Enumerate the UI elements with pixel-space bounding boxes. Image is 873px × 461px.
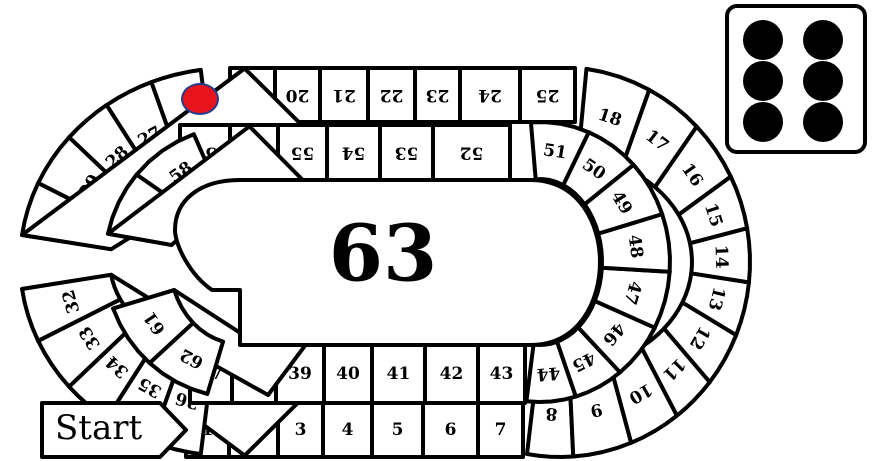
die-pip: [803, 61, 843, 101]
board-square: 7: [478, 403, 523, 457]
board-square-number: 39: [288, 364, 312, 384]
board-square-number: 53: [395, 143, 419, 163]
goal-area: 63: [175, 180, 600, 345]
die-pip: [803, 102, 843, 142]
board-square-number: 22: [380, 85, 404, 105]
board-square-number: 4: [342, 420, 354, 440]
board-square: 21: [320, 68, 368, 122]
board-square: 40: [324, 345, 372, 403]
board-square-number: 52: [460, 143, 484, 163]
board-square: 24: [460, 68, 520, 122]
die-pip: [743, 102, 783, 142]
board-square: 43: [478, 345, 525, 403]
board-square-number: 3: [295, 420, 307, 440]
die[interactable]: [725, 4, 867, 154]
board-square-number: 44: [536, 362, 561, 384]
board-square: 53: [380, 125, 433, 180]
board-square-number: 43: [490, 364, 514, 384]
board-square: 4: [323, 403, 372, 457]
board-square: 5: [372, 403, 423, 457]
die-pip: [743, 20, 783, 60]
board-square: 41: [372, 345, 425, 403]
board-square-number: 41: [387, 364, 411, 384]
board-square-number: 8: [545, 403, 558, 424]
start-arrow: Start: [42, 403, 186, 457]
board-square-number: 54: [342, 143, 366, 163]
board-square-number: 21: [332, 85, 356, 105]
board-square: 52: [433, 125, 510, 180]
goal-number: 63: [329, 209, 438, 300]
die-pip: [803, 20, 843, 60]
board-square: 22: [368, 68, 415, 122]
board-square-number: 14: [710, 245, 731, 270]
player-token[interactable]: [181, 83, 219, 115]
board-square: 6: [423, 403, 478, 457]
die-pip: [743, 61, 783, 101]
board-square-number: 20: [286, 85, 310, 105]
board-square: 25: [520, 68, 575, 122]
board-square-number: 48: [624, 233, 647, 259]
board-square: 42: [425, 345, 478, 403]
start-label: Start: [55, 408, 142, 448]
board-square-number: 42: [440, 364, 464, 384]
board-square-number: 51: [542, 140, 569, 163]
board-square: 23: [415, 68, 460, 122]
board-square-number: 24: [478, 85, 502, 105]
board-square: 54: [327, 125, 380, 180]
board-square-number: 23: [426, 85, 450, 105]
board-square-number: 6: [445, 420, 457, 440]
board-square-number: 40: [336, 364, 360, 384]
board-square-number: 7: [495, 420, 507, 440]
board-square-number: 5: [392, 420, 404, 440]
board-square-number: 55: [291, 143, 315, 163]
board-square-number: 25: [536, 85, 560, 105]
